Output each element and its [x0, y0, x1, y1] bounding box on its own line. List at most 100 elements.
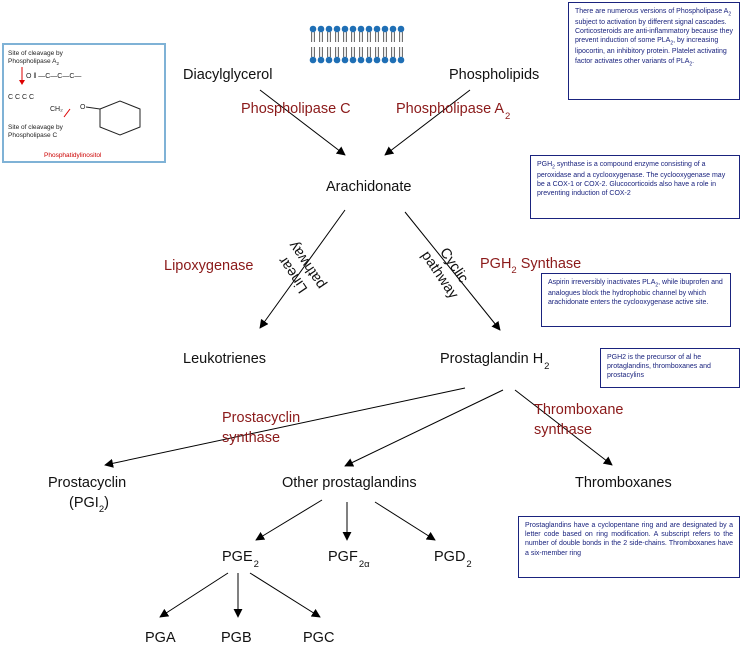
arrow-pgh2-to-prostacyclin: [104, 387, 466, 468]
arrow-arachidonate-to-pgh2: [404, 211, 501, 331]
pgd2-subscript: 2: [466, 559, 471, 570]
node-pga: PGA: [145, 630, 176, 646]
lipid-head: [397, 25, 405, 33]
lipid-head: [333, 25, 341, 33]
note-pgh2-synthase: PGH2 synthase is a compound enzyme consi…: [530, 155, 740, 219]
note-phospholipase-a2: There are numerous versions of Phospholi…: [568, 2, 740, 100]
lipid-head: [389, 56, 397, 64]
note-prostaglandins-text: Prostaglandins have a cyclopentane ring …: [525, 522, 733, 557]
label-cyclic-pathway: Cyclic pathway: [418, 245, 471, 302]
node-pgc: PGC: [303, 630, 334, 646]
pgi2-subscript: 2: [99, 504, 104, 515]
lipid-head: [317, 56, 325, 64]
lipid-head: [381, 56, 389, 64]
note-pla2-p2b-sub: 2: [689, 61, 693, 68]
note-prostaglandins: Prostaglandins have a cyclopentane ring …: [518, 516, 740, 578]
note-aspirin-sub: 2: [655, 282, 659, 289]
inset-ch2: CH₂: [50, 106, 63, 113]
inset-label-2-main: Phospholipase A: [8, 58, 57, 65]
prostaglandin-h2-main: Prostaglandin H: [440, 351, 543, 367]
phospholipase-a2-main: Phospholipase A: [396, 101, 504, 117]
lipid-head: [365, 56, 373, 64]
node-prostacyclin: Prostacyclin: [48, 475, 126, 491]
lipid-head: [317, 25, 325, 33]
note-pla2-p2c: .: [692, 57, 695, 65]
pgh2-synthase-subscript: 2: [511, 265, 516, 276]
label-linear-pathway: Linear pathway: [275, 237, 329, 295]
note-pla2-p1b: subject to activation by different signa…: [575, 18, 727, 26]
lipid-head: [341, 25, 349, 33]
note-aspirin-a: Aspirin irreversibly inactivates PLA: [548, 279, 656, 286]
phospholipase-a2-subscript: 2: [505, 111, 510, 122]
node-leukotrienes: Leukotrienes: [183, 351, 266, 367]
note-pla2-p1: There are numerous versions of Phospholi…: [575, 8, 729, 15]
arrow-pgh2-to-other: [344, 389, 504, 467]
lipid-head: [325, 25, 333, 33]
enzyme-lipoxygenase: Lipoxygenase: [164, 258, 254, 274]
note-pla2-p2-sub: 2: [670, 40, 674, 47]
lipid-head: [309, 25, 317, 33]
note-pla2-p2b: , by increasing lipocortin, an inhibitor…: [575, 37, 727, 65]
enzyme-phospholipase-a2: Phospholipase A2: [396, 101, 510, 122]
pgi2-close: ): [104, 495, 109, 511]
node-pgd2: PGD2: [434, 549, 472, 570]
inset-label-2: Phospholipase A2: [8, 58, 59, 66]
pge2-main: PGE: [222, 549, 253, 565]
enzyme-pgh2-synthase: PGH2 Synthase: [480, 256, 581, 276]
pgf2a-main: PGF: [328, 549, 358, 565]
note-pla2-p1-sub: 2: [728, 11, 732, 18]
note-pgh2-precursor: PGH2 is the precursor of al he protaglan…: [600, 348, 740, 388]
pathway-arrows: [104, 89, 613, 618]
lipid-head: [309, 56, 317, 64]
enzyme-prostacyclin-synthase-line1: Prostacyclin: [222, 410, 300, 426]
lipid-head: [373, 25, 381, 33]
pgh2-synthase-a: PGH: [480, 256, 511, 272]
cleavage-arrowhead-a2: [19, 80, 25, 85]
lipid-head: [365, 25, 373, 33]
lipid-head: [349, 56, 357, 64]
inositol-ring-icon: [99, 100, 141, 136]
node-arachidonate: Arachidonate: [326, 179, 411, 195]
arrow-pgh2-to-thromboxanes: [514, 389, 613, 466]
inset-chain-2: C C C C: [8, 94, 34, 101]
lipid-head: [381, 25, 389, 33]
pgf2a-subscript: 2α: [359, 559, 370, 570]
lipid-head: [349, 25, 357, 33]
arrow-arachidonate-to-leukotrienes: [259, 209, 346, 329]
lipid-head: [325, 56, 333, 64]
enzyme-thromboxane-synthase-line2: synthase: [534, 422, 592, 438]
node-pgi2: (PGI2): [69, 495, 109, 515]
note-pgh2-a: PGH: [537, 161, 553, 168]
inset-label-2-sub: 2: [56, 61, 59, 66]
pgi2-open: (PGI: [69, 495, 99, 511]
node-prostaglandin-h2: Prostaglandin H2: [440, 351, 549, 372]
node-thromboxanes: Thromboxanes: [575, 475, 672, 491]
enzyme-prostacyclin-synthase-line2: synthase: [222, 430, 280, 446]
arrow-phospholipids-to-arachidonate: [384, 89, 471, 156]
membrane-bilayer-icon: [309, 25, 405, 64]
inset-chain-1: O ‖ —C—C—C—: [26, 73, 81, 80]
arrow-dag-to-arachidonate: [259, 89, 346, 156]
lipid-head: [341, 56, 349, 64]
inset-label-3: Site of cleavage by: [8, 124, 64, 131]
node-other-prostaglandins: Other prostaglandins: [282, 475, 417, 491]
arrow-other-to-pge2: [255, 499, 323, 541]
phosphatidylinositol-inset: Site of cleavage by Phospholipase A2 O ‖…: [2, 43, 166, 163]
note-pla2-p2: Corticosteroids are anti-inflammatory be…: [575, 28, 733, 45]
pgd2-main: PGD: [434, 549, 465, 565]
node-pgb: PGB: [221, 630, 252, 646]
lipid-head: [357, 56, 365, 64]
inset-caption: Phosphatidylinositol: [44, 152, 102, 159]
note-pgh2-sub: 2: [552, 164, 555, 171]
node-diacylglycerol: Diacylglycerol: [183, 67, 272, 83]
arrow-other-to-pgd2: [374, 501, 436, 541]
note-pgh2-b: synthase is a compound enzyme consisting…: [537, 161, 726, 198]
node-phospholipids: Phospholipids: [449, 67, 539, 83]
pgh2-synthase-b: Synthase: [517, 256, 582, 272]
prostaglandin-h2-subscript: 2: [544, 361, 549, 372]
pge2-subscript: 2: [254, 559, 259, 570]
arrow-pge2-to-pgc: [249, 572, 321, 618]
note-aspirin-b: , while ibuprofen and analogues block th…: [548, 279, 723, 307]
enzyme-phospholipase-c: Phospholipase C: [241, 101, 351, 117]
